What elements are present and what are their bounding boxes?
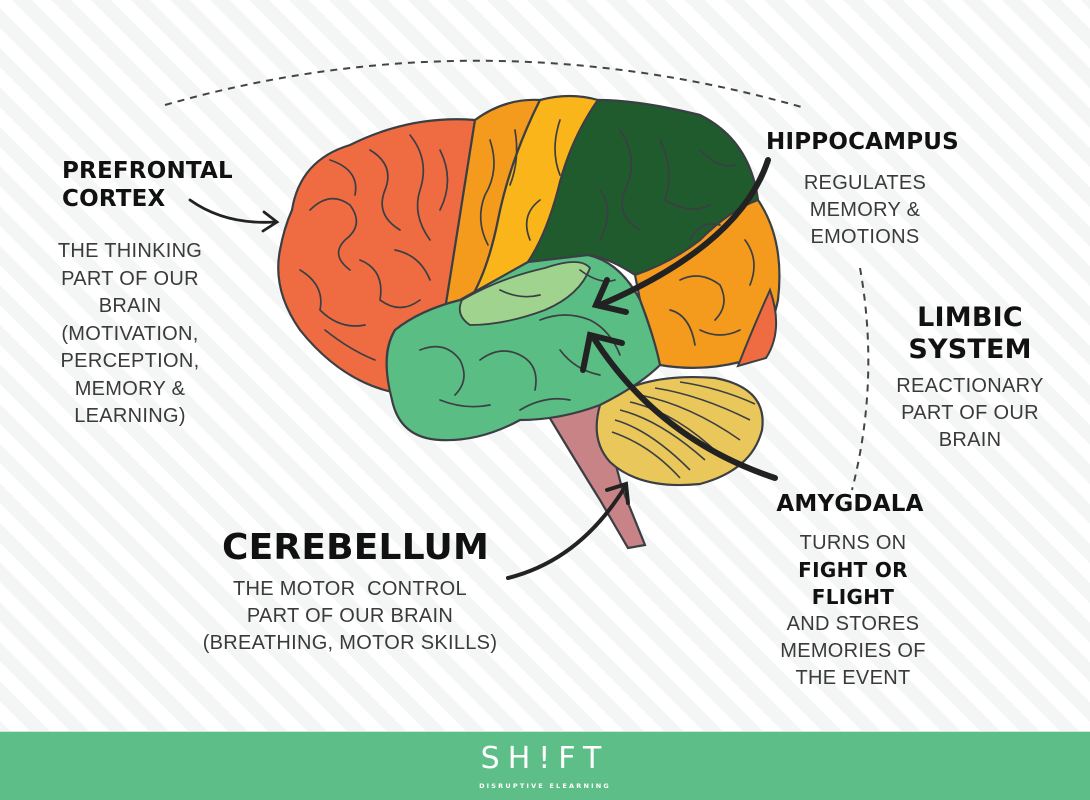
- desc-line: THE MOTOR CONTROL: [233, 578, 467, 600]
- desc-line: PART OF OUR BRAIN: [246, 605, 454, 627]
- occipital-tip: [736, 287, 778, 368]
- diagram-stage: PREFRONTAL CORTEX THE THINKING PART OF O…: [40, 59, 1055, 692]
- desc-line: MEMORIES OF: [780, 640, 926, 662]
- desc-line: BRAIN: [98, 295, 162, 317]
- prefrontal-cortex-title: PREFRONTAL CORTEX: [62, 157, 233, 213]
- desc-line-emphasis: FIGHT OR FLIGHT: [798, 558, 908, 609]
- hippocampus-description: REGULATES MEMORY & EMOTIONS: [790, 170, 940, 251]
- amygdala-title: AMYGDALA: [776, 491, 924, 517]
- brain-gyri: [299, 119, 755, 411]
- desc-line: TURNS ON: [799, 532, 907, 554]
- cerebellum-title: CEREBELLUM: [222, 527, 490, 568]
- desc-line: MEMORY &: [809, 199, 921, 221]
- limbic-system-title: LIMBIC SYSTEM: [900, 302, 1040, 366]
- desc-line: (MOTIVATION,: [61, 322, 199, 345]
- title-line: CORTEX: [62, 186, 166, 212]
- limbic-system-description: REACTIONARY PART OF OUR BRAIN: [885, 373, 1055, 454]
- prefrontal-cortex-description: THE THINKING PART OF OUR BRAIN (MOTIVATI…: [40, 238, 220, 431]
- arrow-hippocampus: [597, 157, 771, 308]
- desc-line: THE THINKING: [57, 240, 203, 262]
- title-line: LIMBIC: [917, 302, 1023, 333]
- desc-line: PART OF OUR: [61, 267, 199, 290]
- desc-line: AND STORES: [786, 613, 920, 635]
- desc-line: EMOTIONS: [810, 226, 920, 248]
- brain-illustration: [164, 59, 870, 580]
- title-line: PREFRONTAL: [62, 158, 233, 184]
- desc-line: (BREATHING, MOTOR SKILLS): [202, 632, 498, 654]
- temporal-highlight: [458, 261, 592, 326]
- hippocampus-title: HIPPOCAMPUS: [766, 129, 959, 155]
- desc-line: LEARNING): [74, 405, 186, 427]
- desc-line: BRAIN: [938, 429, 1002, 451]
- desc-line: THE EVENT: [795, 667, 911, 689]
- arrow-amygdala: [592, 337, 778, 481]
- desc-line: REGULATES: [803, 172, 927, 194]
- desc-line: PERCEPTION,: [60, 350, 200, 372]
- desc-line: MEMORY &: [74, 377, 186, 400]
- title-line: SYSTEM: [908, 334, 1032, 365]
- footer-bar: SH!FT DISRUPTIVE ELEARNING: [0, 731, 1090, 800]
- brand-logo: SH!FT: [480, 741, 610, 776]
- cerebellum-description: THE MOTOR CONTROL PART OF OUR BRAIN (BRE…: [190, 576, 510, 657]
- arrow-prefrontal: [188, 198, 277, 224]
- desc-line: REACTIONARY: [896, 375, 1044, 397]
- dashed-arc-top: [164, 59, 806, 109]
- arrows: [188, 157, 778, 580]
- desc-line: PART OF OUR: [901, 402, 1039, 424]
- amygdala-description: TURNS ON FIGHT OR FLIGHT AND STORES MEMO…: [758, 530, 948, 692]
- arrow-cerebellum: [506, 485, 627, 580]
- dashed-arc-limbic: [851, 267, 870, 491]
- brand-tagline: DISRUPTIVE ELEARNING: [479, 782, 611, 790]
